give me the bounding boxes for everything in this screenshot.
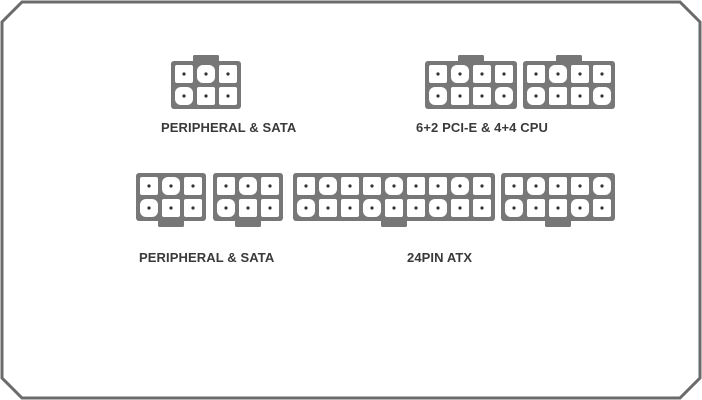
pin-dot [392, 206, 396, 210]
pin-dot [600, 94, 604, 98]
pin-dot [226, 94, 230, 98]
pin-dot [512, 184, 516, 188]
pin-dot [436, 72, 440, 76]
pin-dot [480, 184, 484, 188]
connector-24pin-atx [293, 173, 495, 227]
pin-dot [326, 184, 330, 188]
pin-dot [392, 184, 396, 188]
connector-pcie-2 [523, 55, 615, 109]
pin-dot [326, 206, 330, 210]
pin-dot [224, 206, 228, 210]
pin-dot [182, 72, 186, 76]
pin-dot [458, 94, 462, 98]
pin-dot [556, 184, 560, 188]
pin-dot [480, 206, 484, 210]
latch-tab [545, 220, 571, 227]
connector-pcie-1 [425, 55, 517, 109]
label-peripheral-sata-bottom: PERIPHERAL & SATA [139, 250, 275, 265]
pin-dot [414, 206, 418, 210]
connector-24pin-atx-ext [501, 173, 615, 227]
latch-tab [556, 55, 582, 62]
label-peripheral-sata-top: PERIPHERAL & SATA [161, 120, 297, 135]
pin-dot [348, 184, 352, 188]
pin-dot [556, 94, 560, 98]
pin-dot [600, 184, 604, 188]
pin-dot [204, 72, 208, 76]
pin-dot [204, 94, 208, 98]
connector-body [425, 61, 517, 109]
pin-dot [224, 184, 228, 188]
pin-dot [502, 72, 506, 76]
pin-dot [246, 184, 250, 188]
pin-dot [458, 184, 462, 188]
pin-dot [458, 72, 462, 76]
pin-dot [534, 206, 538, 210]
latch-tab [458, 55, 484, 62]
connector-body [523, 61, 615, 109]
pin-dot [226, 72, 230, 76]
pin-dot [370, 206, 374, 210]
pin-dot [182, 94, 186, 98]
pin-dot [370, 184, 374, 188]
pin-dot [556, 72, 560, 76]
pin-dot [600, 72, 604, 76]
pin-dot [436, 206, 440, 210]
pin-dot [556, 206, 560, 210]
pin-dot [268, 184, 272, 188]
pin-dot [147, 206, 151, 210]
pin-dot [414, 184, 418, 188]
pin-dot [436, 94, 440, 98]
pin-dot [304, 184, 308, 188]
latch-tab [193, 55, 219, 62]
pin-dot [578, 72, 582, 76]
pin-dot [246, 206, 250, 210]
pin-dot [512, 206, 516, 210]
pin-dot [348, 206, 352, 210]
label-pcie-cpu: 6+2 PCI-E & 4+4 CPU [416, 120, 548, 135]
pin-dot [600, 206, 604, 210]
connector-peripheral-sata-bottom-1 [136, 173, 206, 227]
latch-tab [381, 220, 407, 227]
pin-dot [436, 184, 440, 188]
connector-peripheral-sata-bottom-2 [213, 173, 283, 227]
pin-dot [480, 94, 484, 98]
pin-dot [147, 184, 151, 188]
pin-dot [502, 94, 506, 98]
pin-dot [534, 184, 538, 188]
pin-dot [534, 94, 538, 98]
latch-tab [235, 220, 261, 227]
latch-tab [158, 220, 184, 227]
pin-dot [578, 184, 582, 188]
pin-dot [458, 206, 462, 210]
pin-dot [191, 184, 195, 188]
connector-peripheral-sata-top [171, 55, 241, 109]
label-24pin-atx: 24PIN ATX [407, 250, 473, 265]
pin-dot [268, 206, 272, 210]
pin-dot [304, 206, 308, 210]
pin-dot [534, 72, 538, 76]
pin-dot [169, 184, 173, 188]
pin-dot [578, 206, 582, 210]
pin-dot [191, 206, 195, 210]
pin-dot [480, 72, 484, 76]
pin-dot [169, 206, 173, 210]
pin-dot [578, 94, 582, 98]
